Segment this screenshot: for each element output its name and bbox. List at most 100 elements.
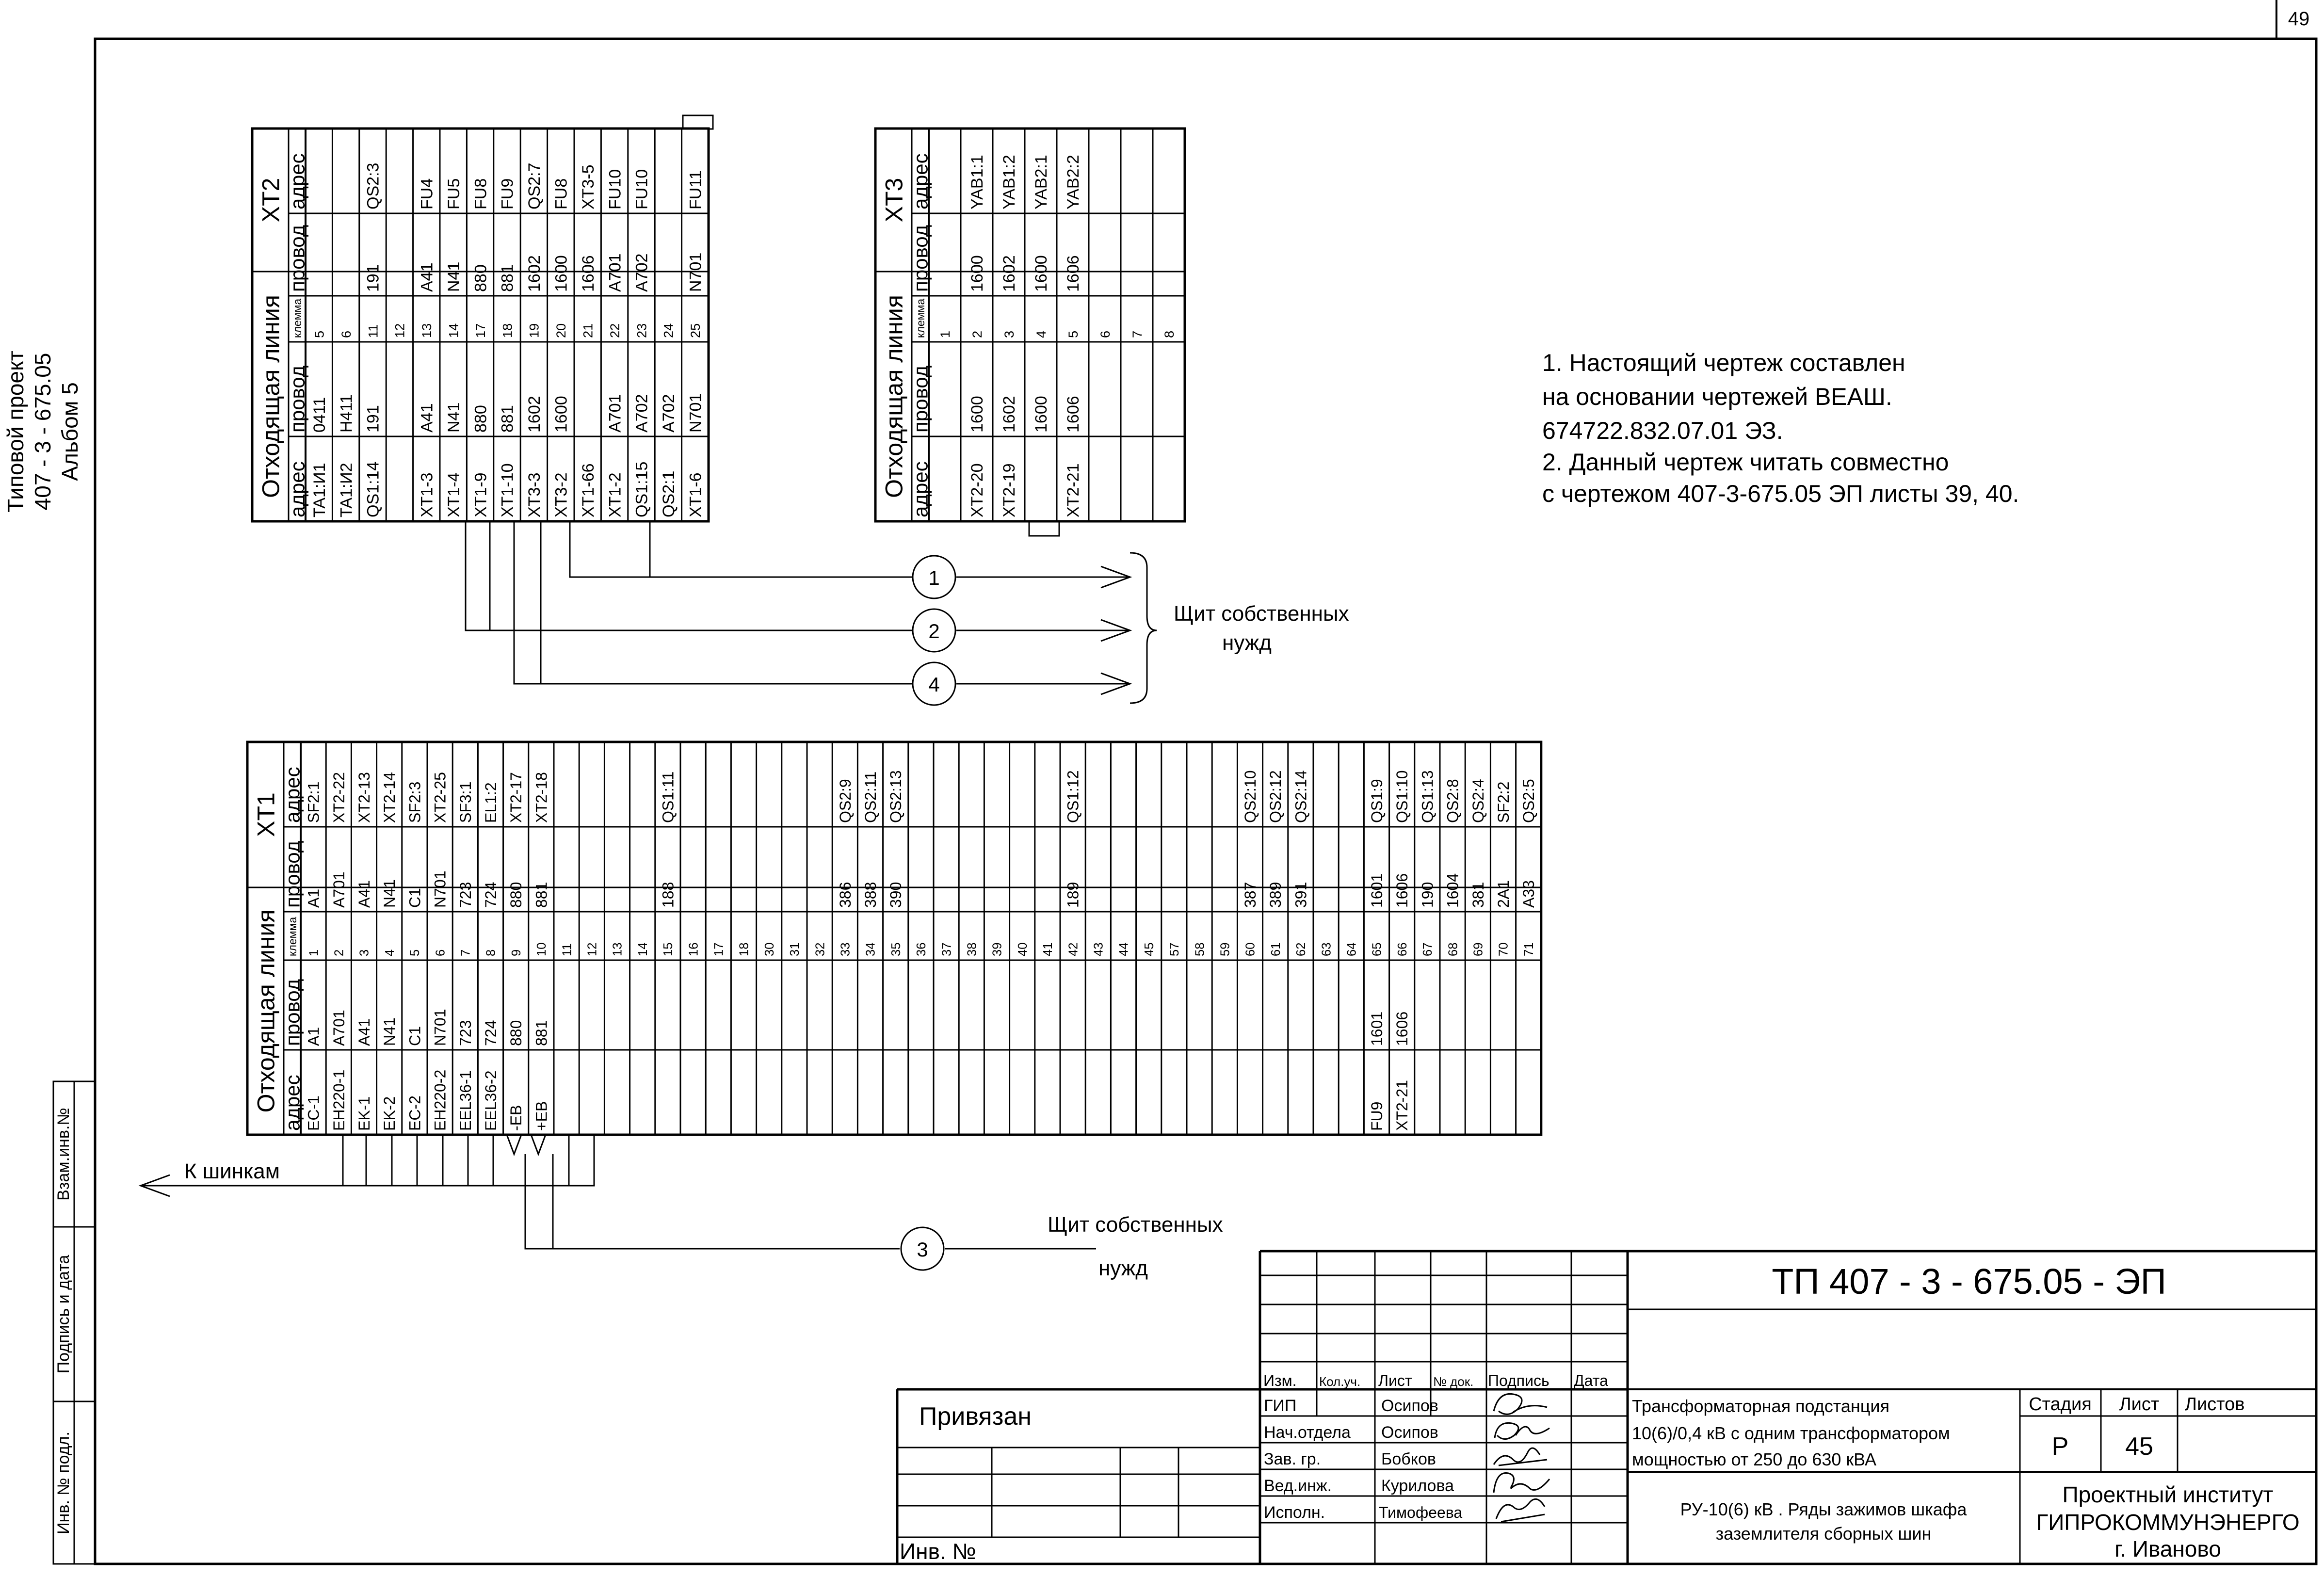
xt2-row-12-r-wire: A701 xyxy=(606,254,624,292)
xt1-row-44-l-wire: 1606 xyxy=(1393,1012,1411,1046)
xt2-row-3-r-addr: QS2:3 xyxy=(364,163,383,209)
xt1-row-4-l-wire: N41 xyxy=(381,1017,398,1046)
name-3: Курилова xyxy=(1381,1477,1454,1495)
xt2-row-6-r-addr: FU5 xyxy=(445,178,463,209)
role-ispoln: Исполн. xyxy=(1264,1503,1325,1522)
xt1-row-3-num: 3 xyxy=(358,949,371,956)
xt1-row-43-l-addr: FU9 xyxy=(1368,1102,1386,1131)
xt1-row-10-l-wire: 881 xyxy=(533,1020,550,1046)
xt3-title: XT3 xyxy=(881,178,908,223)
xt3-row-5-l-wire: 1606 xyxy=(1064,396,1082,433)
xt1-row-9-l-addr: -EB xyxy=(507,1105,525,1131)
xt1-row-4-l-addr: EK-2 xyxy=(381,1096,398,1131)
xt1-row-35-num: 57 xyxy=(1168,943,1181,956)
xt1-row-23-num: 34 xyxy=(864,943,878,956)
xt1-row-38-r-wire: 387 xyxy=(1242,882,1259,908)
note-line-5: с чертежом 407-3-675.05 ЭП листы 39, 40. xyxy=(1542,480,2019,507)
xt2-row-11-r-wire: 1606 xyxy=(579,255,597,292)
xt1-row-45-r-wire: 190 xyxy=(1419,882,1436,908)
xt1-row-40-r-wire: 391 xyxy=(1292,882,1309,908)
xt1-row-39-r-addr: QS2:12 xyxy=(1267,770,1284,823)
xt2-row-11-r-addr: XT3-5 xyxy=(579,164,597,209)
xt2-row-9-r-wire: 1602 xyxy=(525,255,544,292)
xt1-row-44-num: 66 xyxy=(1396,943,1409,956)
xt1-row-16-num: 16 xyxy=(687,943,700,956)
xt2-row-13-r-wire: A702 xyxy=(633,254,651,292)
xt1-row-44-l-addr: XT2-21 xyxy=(1393,1080,1411,1131)
xt1-row-13-num: 13 xyxy=(611,943,625,956)
xt1-row-27-num: 38 xyxy=(966,943,979,956)
xt1-row-7-l-addr: EEL36-1 xyxy=(457,1070,474,1131)
xt3-row-4-num: 4 xyxy=(1033,331,1049,338)
xt2-row-8-r-wire: 881 xyxy=(499,264,517,292)
xt1-row-11-num: 11 xyxy=(560,943,574,956)
xt1-row-31-r-addr: QS1:12 xyxy=(1065,770,1082,823)
xt3-row-2-r-wire: 1600 xyxy=(968,255,986,292)
object-line-3: мощностью от 250 до 630 кВА xyxy=(1632,1449,1876,1469)
xt1-row-34-num: 45 xyxy=(1143,943,1156,956)
label-shchit-top-1: Щит собственных xyxy=(1174,602,1349,626)
label-shchit-top-2: нужд xyxy=(1222,631,1272,655)
xt1-row-9-r-addr: XT2-17 xyxy=(507,772,525,823)
xt1-row-43-num: 65 xyxy=(1371,943,1384,956)
xt1-row-20-num: 31 xyxy=(788,943,802,956)
name-4: Тимофеева xyxy=(1379,1504,1462,1521)
hdr-list: Лист xyxy=(1378,1372,1412,1389)
xt1-row-42-num: 64 xyxy=(1345,943,1359,956)
xt2-row-14-l-addr: QS2:1 xyxy=(660,471,678,517)
xt2-row-8-num: 18 xyxy=(500,323,515,338)
xt2-row-2-num: 6 xyxy=(339,331,354,338)
xt1-row-3-l-wire: A41 xyxy=(355,1018,373,1046)
xt1-row-2-l-addr: EH220-1 xyxy=(330,1070,348,1131)
xt3-row-2-l-wire: 1600 xyxy=(968,396,986,433)
xt1-row-49-num: 71 xyxy=(1522,943,1536,956)
label-lists: Листов xyxy=(2185,1394,2244,1415)
xt1-row-36-num: 58 xyxy=(1193,943,1207,956)
xt2-row-2-l-wire: H411 xyxy=(337,394,355,433)
label-privyazan: Привязан xyxy=(919,1402,1032,1431)
xt1-row-5-r-wire: C1 xyxy=(406,888,423,908)
xt1-row-29-num: 40 xyxy=(1016,943,1030,956)
role-nach-otdela: Нач.отдела xyxy=(1264,1423,1351,1442)
xt3-row-2-l-addr: XT2-20 xyxy=(968,464,986,518)
xt1-row-49-r-addr: QS2:5 xyxy=(1520,779,1537,823)
stamp-podpis: Подпись и дата xyxy=(54,1255,73,1374)
xt2-row-10-l-wire: 1600 xyxy=(552,396,571,433)
xt1-row-28-num: 39 xyxy=(991,943,1004,956)
hdr-koluch: Кол.уч. xyxy=(1319,1374,1360,1389)
value-stage: Р xyxy=(2052,1432,2069,1461)
label-stage: Стадия xyxy=(2029,1394,2092,1415)
xt2-row-15-num: 25 xyxy=(688,323,703,338)
name-0: Осипов xyxy=(1381,1397,1438,1415)
xt1-row-12-num: 12 xyxy=(586,943,599,956)
xt3-row-5-num: 5 xyxy=(1065,331,1081,338)
xt2-row-1-l-addr: TA1:И1 xyxy=(310,463,329,517)
xt1-row-6-l-wire: N701 xyxy=(432,1009,449,1046)
xt2-row-7-num: 17 xyxy=(473,323,488,338)
side-project-title: Типовой проект 407 - 3 - 675.05 Альбом 5 xyxy=(3,351,82,513)
xt1-row-21-num: 32 xyxy=(813,943,827,956)
xt1-row-30-num: 41 xyxy=(1041,943,1055,956)
role-gip: ГИП xyxy=(1264,1397,1296,1415)
xt2-hdr-wire-left: провод xyxy=(286,366,309,433)
circle-ref-1-label: 1 xyxy=(928,566,939,589)
xt3-row-2-r-addr: YAB1:1 xyxy=(968,155,986,209)
xt3-row-3-r-wire: 1602 xyxy=(1000,255,1018,292)
xt1-row-8-l-wire: 724 xyxy=(482,1020,500,1046)
xt1-row-7-l-wire: 723 xyxy=(457,1020,474,1046)
xt2-row-15-r-addr: FU11 xyxy=(687,170,705,209)
xt3-row-4-l-wire: 1600 xyxy=(1032,396,1050,433)
hdr-podpis: Подпись xyxy=(1488,1372,1549,1389)
org-line-2: ГИПРОКОММУНЭНЕРГО xyxy=(2036,1510,2299,1535)
role-ved-inzh: Вед.инж. xyxy=(1264,1477,1332,1495)
xt3-hdr-addr-left: адрес xyxy=(909,461,932,517)
title-block-info: Трансформаторная подстанция 10(6)/0,4 кВ… xyxy=(1632,1394,2300,1561)
circle-ref-4-label: 4 xyxy=(928,673,939,696)
xt1-row-10-l-addr: +EB xyxy=(533,1101,550,1131)
xt1-row-7-num: 7 xyxy=(459,949,473,956)
stamp-vzam: Взам.инв.№ xyxy=(54,1108,73,1201)
xt2-row-10-num: 20 xyxy=(553,323,568,338)
xt1-row-23-r-wire: 388 xyxy=(862,882,879,908)
